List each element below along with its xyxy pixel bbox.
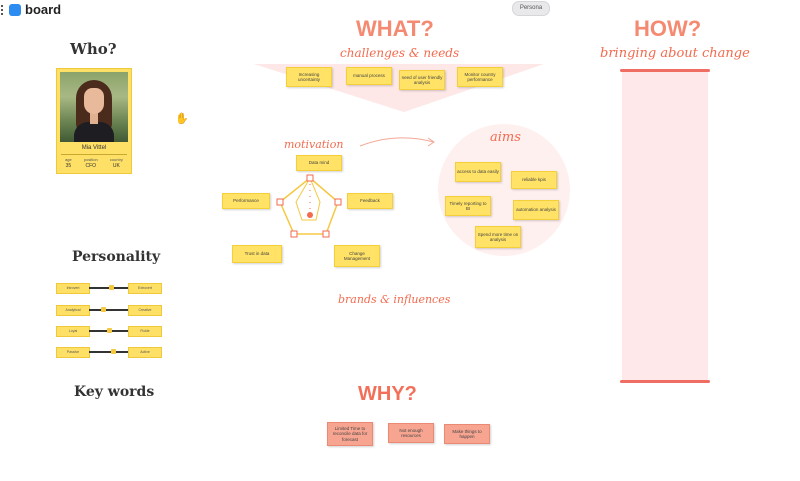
app-name: board xyxy=(25,2,62,17)
sticky-note[interactable]: manual process xyxy=(346,67,392,85)
personality-slider[interactable]: Loyal Fickle xyxy=(56,326,162,337)
sticky-note[interactable]: need of user friendly analysis xyxy=(399,70,445,90)
slider-left-label: Passive xyxy=(56,347,90,358)
who-title: Who? xyxy=(70,40,117,58)
slider-right-label: Fickle xyxy=(128,326,162,337)
how-title: HOW? xyxy=(634,16,702,41)
sticky-note[interactable]: Timely reporting to BI xyxy=(445,196,491,216)
persona-button[interactable]: Persona xyxy=(512,1,550,16)
sticky-note[interactable]: automation analysis xyxy=(513,200,559,220)
how-column-bottom-bar xyxy=(620,380,710,383)
slider-left-label: Analytical xyxy=(56,305,90,316)
slider-knob[interactable] xyxy=(100,307,106,312)
sticky-note[interactable]: Not enough resources xyxy=(388,423,434,443)
sticky-note[interactable]: Performance xyxy=(222,193,270,209)
slider-left-label: Loyal xyxy=(56,326,90,337)
sticky-note[interactable]: Trust in data xyxy=(232,245,282,263)
keywords-title: Key words xyxy=(74,384,155,400)
slider-left-label: Introvert xyxy=(56,283,90,294)
sticky-note[interactable]: Feedback xyxy=(347,193,393,209)
slider-right-label: Creative xyxy=(128,305,162,316)
slider-right-label: Extrovert xyxy=(128,283,162,294)
personality-slider[interactable]: Passive Active xyxy=(56,347,162,358)
personality-slider[interactable]: Analytical Creative xyxy=(56,305,162,316)
how-column[interactable] xyxy=(622,70,708,382)
personality-title: Personality xyxy=(72,249,161,265)
slider-knob[interactable] xyxy=(108,285,114,290)
hand-cursor-icon: ✋ xyxy=(175,113,189,125)
sticky-note[interactable]: access to data easily xyxy=(455,162,501,182)
what-title: WHAT? xyxy=(356,16,434,41)
slider-track[interactable] xyxy=(89,309,129,311)
why-title: WHY? xyxy=(358,383,417,405)
sticky-note[interactable]: Make things to happen xyxy=(444,424,490,444)
board-logo-icon xyxy=(9,3,21,16)
motivation-title: motivation xyxy=(284,138,344,151)
sticky-note[interactable]: Change Management xyxy=(334,245,380,267)
sticky-note[interactable]: Increasing uncertainty xyxy=(286,67,332,87)
slider-knob[interactable] xyxy=(106,328,112,333)
bringing-change-title: bringing about change xyxy=(600,46,750,61)
sticky-note[interactable]: Monitor country performance xyxy=(457,67,503,87)
profile-name: Mia Vittel xyxy=(81,145,107,151)
profile-photo xyxy=(60,72,128,142)
profile-divider xyxy=(61,154,127,155)
app-brand[interactable]: board xyxy=(0,2,61,17)
menu-dots-icon[interactable] xyxy=(1,4,5,15)
how-column-top-bar xyxy=(620,69,710,72)
personality-slider[interactable]: Introvert Extrovert xyxy=(56,283,162,294)
sticky-note[interactable]: reliable kpis xyxy=(511,171,557,189)
motivation-radar xyxy=(276,174,342,238)
slider-right-label: Active xyxy=(128,347,162,358)
arrow-icon xyxy=(359,137,435,147)
slider-track[interactable] xyxy=(89,351,129,353)
aims-title: aims xyxy=(490,130,521,145)
brands-influences-title: brands & influences xyxy=(338,293,451,306)
sticky-note[interactable]: Spend more time on analysis xyxy=(475,226,521,248)
sticky-note[interactable]: Limited Time to reconcile data for forec… xyxy=(327,422,373,446)
slider-knob[interactable] xyxy=(110,349,116,354)
challenges-needs-title: challenges & needs xyxy=(340,46,460,60)
sticky-note[interactable]: Data mind xyxy=(296,155,342,171)
